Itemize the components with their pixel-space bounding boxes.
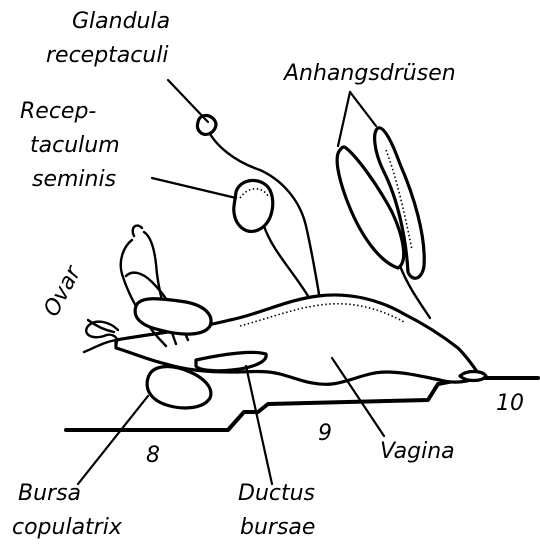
label-bursa-line2: copulatrix	[12, 515, 123, 540]
leader-bursa	[78, 396, 148, 484]
leader-glandula	[168, 80, 208, 122]
label-vagina: Vagina	[380, 439, 455, 464]
bursa-copulatrix-sac	[147, 367, 211, 408]
leader-receptaculum	[152, 178, 236, 198]
label-ovar: Ovar	[39, 261, 87, 321]
label-ductus-line2: bursae	[240, 515, 315, 540]
label-anhang: Anhangsdrüsen	[282, 61, 456, 86]
ovary-lobe	[135, 299, 211, 334]
leader-ductus	[246, 366, 272, 484]
vaginal-opening	[460, 372, 486, 381]
leader-anhang-left	[338, 92, 350, 146]
label-receptaculum-line1: Recep-	[20, 99, 96, 124]
segment-number-9: 9	[318, 421, 332, 446]
segment-baseline	[66, 378, 538, 430]
leader-anhang-right	[350, 92, 376, 126]
segment-number-10: 10	[496, 391, 524, 416]
label-bursa-line1: Bursa	[18, 481, 81, 506]
ovary-filament-1	[84, 340, 116, 352]
label-receptaculum-line2: taculum	[30, 133, 120, 158]
receptaculum-duct	[264, 226, 308, 296]
ovary-tube-4	[133, 226, 142, 236]
label-receptaculum-line3: seminis	[32, 167, 116, 192]
glandula-tip	[197, 115, 216, 134]
label-glandula-line2: receptaculi	[46, 43, 169, 68]
label-glandula-line1: Glandula	[72, 9, 170, 34]
label-ductus-line1: Ductus	[238, 481, 315, 506]
segment-number-8: 8	[146, 443, 160, 468]
